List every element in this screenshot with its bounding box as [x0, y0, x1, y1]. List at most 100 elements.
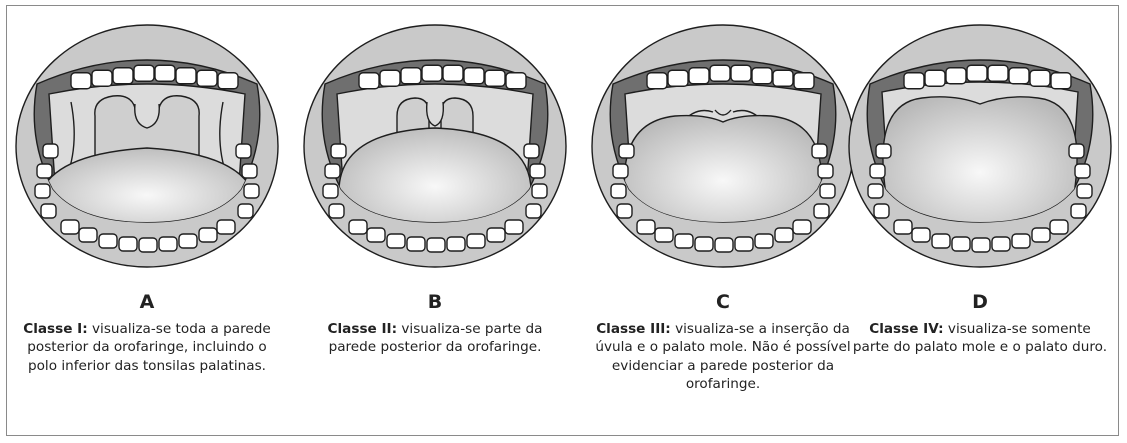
panel-letter: B	[297, 291, 573, 313]
side-tooth	[35, 184, 50, 198]
side-tooth	[1077, 184, 1092, 198]
upper-tooth	[752, 68, 772, 84]
lower-tooth	[119, 237, 137, 251]
lower-tooth	[735, 237, 753, 251]
side-tooth	[41, 204, 56, 218]
upper-tooth	[794, 73, 814, 89]
panel-a: A Classe I: visualiza-se toda a parede p…	[9, 6, 285, 437]
lower-tooth	[775, 228, 793, 242]
lower-tooth	[139, 238, 157, 252]
mouth-illustration-class-1	[9, 24, 285, 284]
side-tooth	[619, 144, 634, 158]
upper-tooth	[422, 65, 442, 81]
mouth-illustration-class-3	[585, 24, 861, 284]
side-tooth	[236, 144, 251, 158]
upper-tooth	[988, 65, 1008, 81]
lower-tooth	[349, 220, 367, 234]
lower-tooth	[755, 234, 773, 248]
upper-tooth	[176, 68, 196, 84]
lower-tooth	[992, 237, 1010, 251]
lower-tooth	[894, 220, 912, 234]
side-tooth	[329, 204, 344, 218]
lower-tooth	[179, 234, 197, 248]
figure-frame: A Classe I: visualiza-se toda a parede p…	[6, 5, 1119, 436]
side-tooth	[37, 164, 52, 178]
upper-tooth	[359, 73, 379, 89]
lower-tooth	[79, 228, 97, 242]
panel-caption: Classe I: visualiza-se toda a parede pos…	[17, 320, 277, 375]
lower-tooth	[912, 228, 930, 242]
lower-tooth	[972, 238, 990, 252]
mouth-illustration-class-4	[842, 24, 1118, 284]
upper-tooth	[773, 70, 793, 86]
panel-b: B Classe II: visualiza-se parte da pared…	[297, 6, 573, 437]
lower-tooth	[447, 237, 465, 251]
upper-tooth	[668, 70, 688, 86]
side-tooth	[868, 184, 883, 198]
panel-caption: Classe II: visualiza-se parte da parede …	[305, 320, 565, 357]
class-label: Classe II:	[328, 321, 398, 337]
side-tooth	[812, 144, 827, 158]
upper-tooth	[71, 73, 91, 89]
lower-tooth	[715, 238, 733, 252]
side-tooth	[242, 164, 257, 178]
upper-tooth	[443, 65, 463, 81]
upper-tooth	[134, 65, 154, 81]
lower-tooth	[793, 220, 811, 234]
upper-tooth	[92, 70, 112, 86]
side-tooth	[1069, 144, 1084, 158]
side-tooth	[870, 164, 885, 178]
panel-letter: D	[842, 291, 1118, 313]
lower-tooth	[199, 228, 217, 242]
side-tooth	[820, 184, 835, 198]
upper-tooth	[946, 68, 966, 84]
lower-tooth	[1050, 220, 1068, 234]
lower-tooth	[637, 220, 655, 234]
upper-tooth	[904, 73, 924, 89]
lower-tooth	[467, 234, 485, 248]
lower-tooth	[655, 228, 673, 242]
upper-tooth	[689, 68, 709, 84]
upper-tooth	[218, 73, 238, 89]
upper-tooth	[647, 73, 667, 89]
class-label: Classe III:	[596, 321, 671, 337]
side-tooth	[238, 204, 253, 218]
upper-tooth	[113, 68, 133, 84]
panel-d: D Classe IV: visualiza-se somente parte …	[842, 6, 1118, 437]
side-tooth	[611, 184, 626, 198]
lower-tooth	[99, 234, 117, 248]
upper-tooth	[731, 65, 751, 81]
lower-tooth	[487, 228, 505, 242]
class-label: Classe IV:	[869, 321, 943, 337]
side-tooth	[43, 144, 58, 158]
upper-tooth	[464, 68, 484, 84]
upper-tooth	[925, 70, 945, 86]
side-tooth	[532, 184, 547, 198]
side-tooth	[874, 204, 889, 218]
upper-tooth	[401, 68, 421, 84]
side-tooth	[1075, 164, 1090, 178]
upper-tooth	[155, 65, 175, 81]
class-label: Classe I:	[23, 321, 87, 337]
upper-tooth	[1030, 70, 1050, 86]
upper-tooth	[967, 65, 987, 81]
panel-c: C Classe III: visualiza-se a inserção da…	[585, 6, 861, 437]
side-tooth	[323, 184, 338, 198]
side-tooth	[617, 204, 632, 218]
side-tooth	[325, 164, 340, 178]
lower-tooth	[159, 237, 177, 251]
upper-tooth	[710, 65, 730, 81]
upper-tooth	[1051, 73, 1071, 89]
mouth-illustration-class-2	[297, 24, 573, 284]
side-tooth	[331, 144, 346, 158]
side-tooth	[1071, 204, 1086, 218]
lower-tooth	[1032, 228, 1050, 242]
lower-tooth	[505, 220, 523, 234]
upper-tooth	[485, 70, 505, 86]
side-tooth	[526, 204, 541, 218]
side-tooth	[876, 144, 891, 158]
side-tooth	[814, 204, 829, 218]
upper-tooth	[380, 70, 400, 86]
lower-tooth	[407, 237, 425, 251]
lower-tooth	[61, 220, 79, 234]
